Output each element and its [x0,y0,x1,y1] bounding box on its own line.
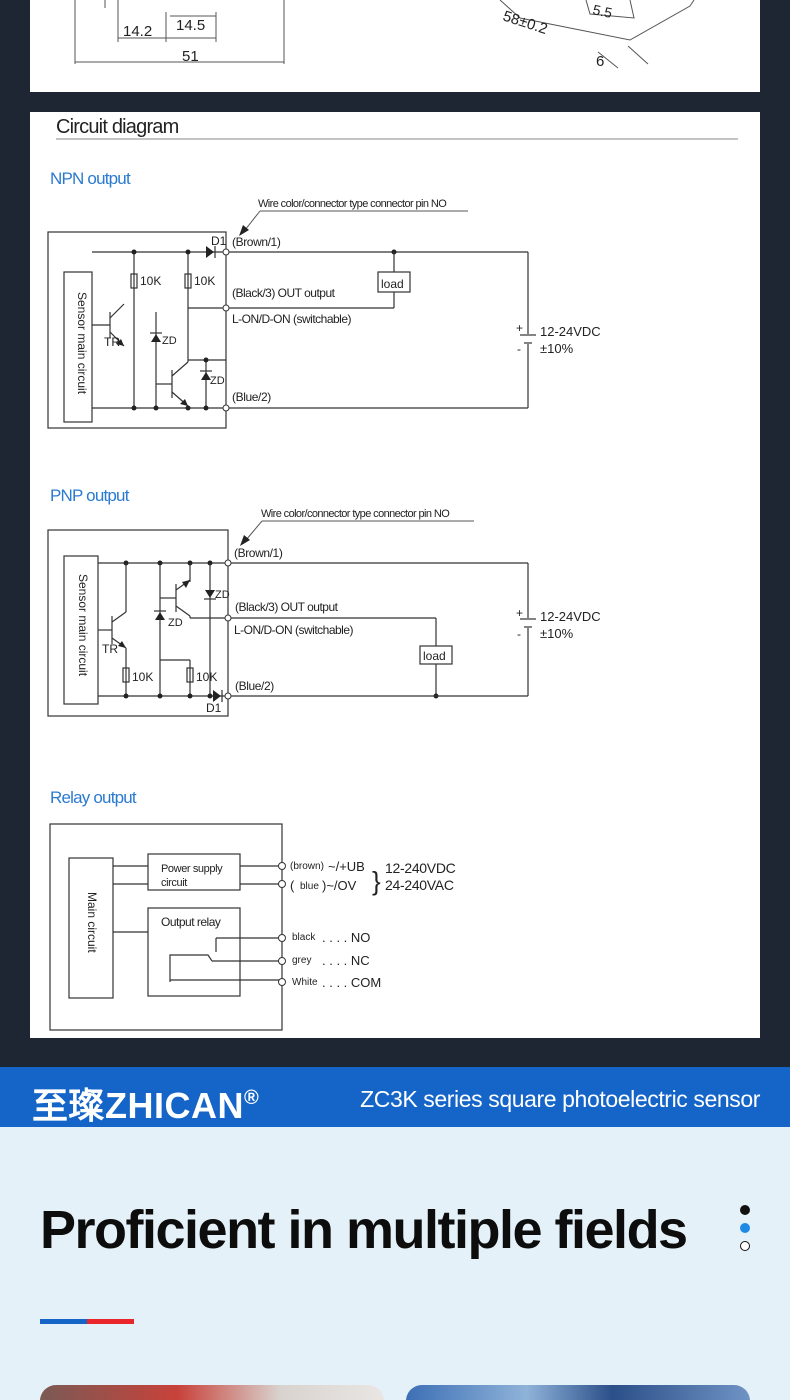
relay-power-supply-1: Power supply [161,863,223,875]
npn-tr: TR [104,335,120,349]
relay-brace: } [372,866,381,896]
brand-logo: 至璨ZHICAN® [32,1077,259,1129]
accent-line-red [87,1319,134,1324]
dim-total: 51 [182,48,199,65]
circuit-diagram: Circuit diagram NPN output Wire color/co… [47,116,738,1031]
npn-tolerance: ±10% [540,341,574,356]
application-photo-right [406,1385,750,1400]
npn-voltage: 12-24VDC [540,324,601,339]
relay-white-label: . . . . COM [322,975,381,990]
pnp-d1: D1 [206,701,222,715]
relay-title: Relay output [50,788,137,807]
circuit-heading: Circuit diagram [56,116,179,138]
relay-voltage-dc: 12-240VDC [385,860,456,876]
pnp-black: (Black/3) OUT output [235,600,339,614]
relay-black-label: . . . . NO [322,930,370,945]
brand-tagline: ZC3K series square photoelectric sensor [360,1086,760,1112]
brand-bar: 至璨ZHICAN® ZC3K series square photoelectr… [0,1067,790,1127]
pnp-tr: TR [102,642,118,656]
relay-black-small: black [292,932,316,943]
application-photo-left [40,1385,384,1400]
relay-blue-small: blue [300,881,319,892]
npn-main-circuit: Sensor main circuit [75,292,89,395]
npn-r2: 10K [194,274,215,288]
dim-a: 14.2 [123,23,152,40]
npn-minus: - [517,342,521,356]
dot-blue [740,1223,750,1233]
npn-black: (Black/3) OUT output [232,286,336,300]
npn-r1: 10K [140,274,161,288]
pnp-zd2: ZD [168,617,183,629]
dim-length: 58±0.2 [501,8,550,38]
pnp-mode: L-ON/D-ON (switchable) [234,623,354,637]
dim-small: 5.5 [591,1,614,21]
npn-brown: (Brown/1) [232,235,281,249]
pnp-main-circuit: Sensor main circuit [76,574,90,677]
relay-grey-label: . . . . NC [322,953,370,968]
npn-d1: D1 [211,234,227,248]
npn-blue: (Blue/2) [232,390,271,404]
dim-width: 6 [596,53,604,70]
relay-blue-open: ( [290,878,295,893]
relay-main-circuit: Main circuit [85,892,99,953]
pnp-diagram: PNP output Wire color/connector type con… [47,486,601,717]
relay-grey-small: grey [292,955,311,966]
npn-zd2: ZD [210,375,225,387]
npn-title: NPN output [50,169,131,188]
npn-diagram: NPN output Wire color/connector type con… [47,169,601,429]
relay-blue-rest: )~/OV [322,878,357,893]
pnp-tolerance: ±10% [540,626,574,641]
pnp-voltage: 12-24VDC [540,609,601,624]
relay-brown-rest: ~/+UB [328,859,365,874]
pnp-zd1: ZD [215,589,230,601]
pnp-load: load [423,649,446,663]
relay-brown-small: (brown) [290,861,324,872]
fields-section: Proficient in multiple fields [0,1127,790,1400]
pnp-blue: (Blue/2) [235,679,274,693]
accent-line-blue [40,1319,87,1324]
pnp-wire-note: Wire color/connector type connector pin … [261,508,450,520]
circuit-diagram-panel: Circuit diagram NPN output Wire color/co… [30,112,760,1038]
npn-wire-note: Wire color/connector type connector pin … [258,198,447,210]
relay-white-small: White [292,977,318,988]
npn-plus: + [516,321,523,335]
dim-b: 14.5 [176,17,205,34]
pnp-r1: 10K [132,670,153,684]
relay-voltage-ac: 24-240VAC [385,877,454,893]
registered-mark: ® [244,1087,260,1109]
pnp-plus: + [516,606,523,620]
pnp-r2: 10K [196,670,217,684]
npn-load: load [381,277,404,291]
relay-diagram: Relay output Main circuit Power supply c… [49,788,456,1031]
relay-power-supply-2: circuit [161,877,187,889]
section-title: Proficient in multiple fields [40,1200,688,1260]
accent-line [40,1319,134,1324]
brand-name: 至璨ZHICAN [32,1085,244,1126]
dot-outline [740,1241,750,1251]
dimension-drawing: 14.2 14.5 51 58±0.2 5.5 6 [74,0,695,70]
relay-output-relay: Output relay [161,915,221,929]
pnp-brown: (Brown/1) [234,546,283,560]
pnp-minus: - [517,627,521,641]
vertical-dots-decoration [738,1205,752,1255]
npn-mode: L-ON/D-ON (switchable) [232,312,352,326]
dot-black [740,1205,750,1215]
pnp-title: PNP output [50,486,130,505]
npn-zd1: ZD [162,335,177,347]
dimension-drawing-panel: 14.2 14.5 51 58±0.2 5.5 6 [30,0,760,92]
